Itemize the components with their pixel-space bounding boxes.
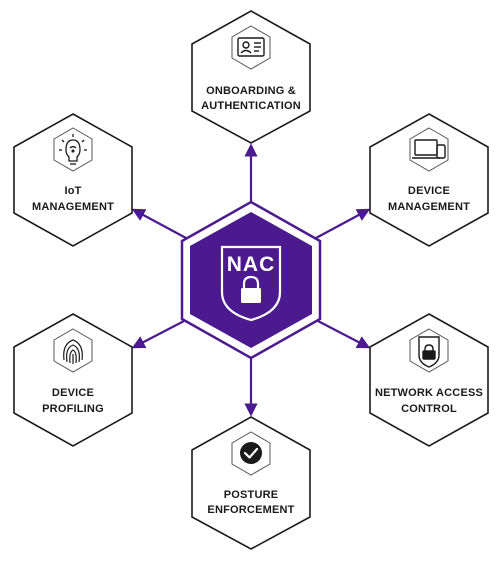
connector-device-management bbox=[315, 208, 371, 239]
node-label-line2: CONTROL bbox=[401, 403, 457, 415]
smart-bulb-icon bbox=[53, 127, 93, 172]
connector-device-profiling bbox=[131, 319, 187, 349]
node-label-line2: MANAGEMENT bbox=[388, 201, 470, 213]
node-hex bbox=[13, 113, 133, 247]
center-label: NAC bbox=[227, 253, 276, 276]
node-label-line1: POSTURE bbox=[224, 489, 279, 501]
node-iot-management: IoT MANAGEMENT bbox=[13, 113, 133, 247]
check-badge-icon bbox=[231, 431, 271, 476]
node-label-line2: MANAGEMENT bbox=[32, 201, 114, 213]
node-device-profiling: DEVICE PROFILING bbox=[13, 313, 133, 447]
connector-iot-management bbox=[131, 208, 187, 239]
node-hex bbox=[369, 313, 489, 447]
node-device-management: DEVICE MANAGEMENT bbox=[369, 113, 489, 247]
node-label-line2: PROFILING bbox=[42, 403, 104, 415]
shield-lock-icon bbox=[220, 245, 282, 322]
node-hex bbox=[191, 416, 311, 550]
node-posture-enforcement: POSTURE ENFORCEMENT bbox=[191, 416, 311, 550]
node-label-line1: DEVICE bbox=[408, 185, 450, 197]
node-label-line2: ENFORCEMENT bbox=[207, 504, 294, 516]
center-hub: NAC bbox=[180, 200, 322, 360]
node-hex bbox=[191, 10, 311, 144]
connector-network-access-control bbox=[315, 319, 371, 349]
shield-lock-icon bbox=[409, 328, 449, 373]
node-hex bbox=[13, 313, 133, 447]
center-hex-inner bbox=[190, 212, 312, 348]
id-card-icon bbox=[231, 25, 271, 70]
node-network-access-control: NETWORK ACCESS CONTROL bbox=[369, 313, 489, 447]
fingerprint-icon bbox=[53, 328, 93, 373]
node-label-line1: IoT bbox=[64, 185, 81, 197]
laptop-phone-icon bbox=[409, 127, 449, 172]
node-label-line2: AUTHENTICATION bbox=[201, 100, 301, 112]
node-hex bbox=[369, 113, 489, 247]
node-label-line1: DEVICE bbox=[52, 387, 94, 399]
node-label-line1: ONBOARDING & bbox=[206, 85, 296, 97]
node-onboarding: ONBOARDING & AUTHENTICATION bbox=[191, 10, 311, 144]
node-label-line1: NETWORK ACCESS bbox=[375, 387, 483, 399]
